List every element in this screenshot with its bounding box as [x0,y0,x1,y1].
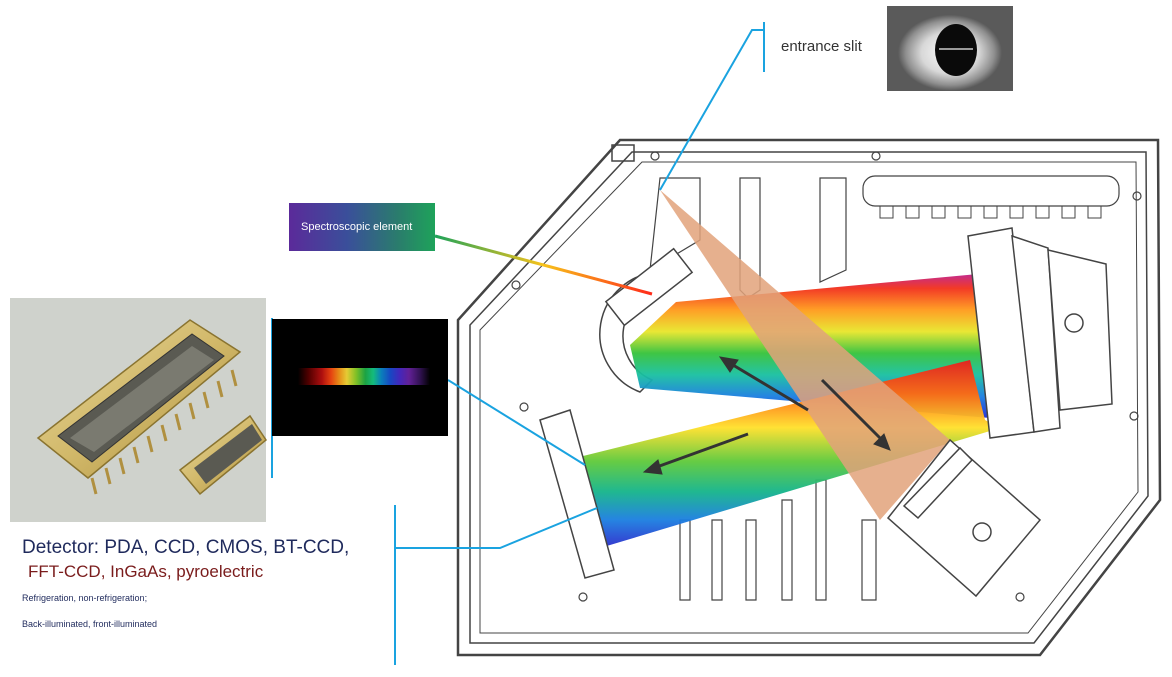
detector-types-line2: FFT-CCD, InGaAs, pyroelectric [28,562,264,581]
collimating-mirror-mount [967,227,1113,439]
detector-chip-illustration [10,298,268,522]
spectroscopic-callout [434,234,653,296]
slit-aperture-disc [935,24,977,76]
spectrum-band [298,368,430,385]
spectroscopic-element-label: Spectroscopic element [289,203,435,251]
detector-types-line1: Detector: PDA, CCD, CMOS, BT-CCD, [22,537,350,558]
refrigeration-note: Refrigeration, non-refrigeration; [22,593,148,603]
beam-direction-arrows [642,356,891,475]
slit-opening [939,48,973,50]
detector-mount [886,438,1042,598]
entrance-slit-label: entrance slit [781,38,862,55]
focusing-mirror [539,409,615,579]
grating-element [604,247,694,327]
emission-spectrum-photo [272,319,448,436]
illumination-note: Back-illuminated, front-illuminated [22,619,158,629]
